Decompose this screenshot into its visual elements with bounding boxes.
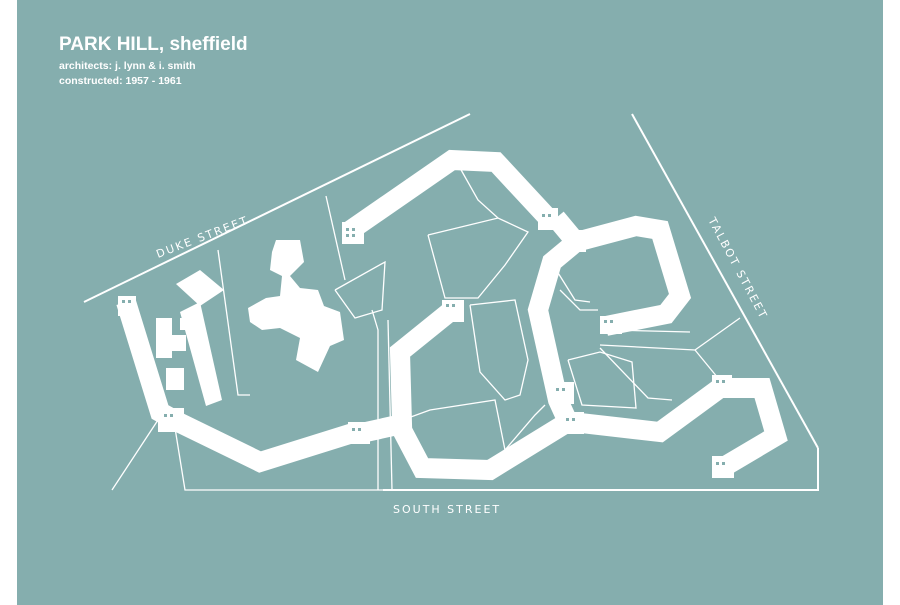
path	[504, 404, 546, 451]
architects-line: architects: j. lynn & i. smith	[59, 60, 196, 72]
path	[371, 309, 379, 490]
block-end-marks	[122, 214, 725, 465]
block-end	[348, 422, 370, 444]
block-end	[712, 456, 734, 478]
block-end	[538, 208, 558, 230]
block-end	[712, 375, 732, 397]
block-end	[158, 408, 184, 432]
north-block	[342, 149, 556, 241]
path	[427, 217, 529, 299]
path	[567, 351, 637, 409]
building	[180, 318, 194, 330]
path	[559, 289, 598, 311]
building	[170, 335, 186, 351]
south-street-label: SOUTH STREET	[393, 503, 501, 516]
loop-block	[393, 234, 583, 481]
site-plan: DUKE STREET TALBOT STREET SOUTH STREET	[83, 113, 819, 516]
south-street-line	[383, 448, 819, 491]
path	[554, 267, 591, 303]
building	[156, 318, 172, 358]
street-lines	[83, 113, 819, 491]
path	[469, 299, 529, 401]
path	[694, 349, 719, 379]
block-end	[600, 316, 622, 334]
map-poster: PARK HILL, sheffield architects: j. lynn…	[17, 0, 883, 605]
path	[459, 167, 499, 219]
path	[325, 195, 346, 281]
path	[407, 399, 506, 451]
path	[111, 419, 159, 491]
block-ends	[118, 208, 734, 478]
constructed-line: constructed: 1957 - 1961	[59, 75, 182, 87]
path	[334, 260, 386, 319]
east-block	[570, 378, 788, 477]
central-block	[363, 302, 459, 442]
block-end	[342, 222, 364, 244]
cross-building	[248, 240, 344, 372]
block-end	[118, 296, 136, 316]
path	[217, 249, 250, 396]
building	[176, 270, 224, 306]
map-title: PARK HILL, sheffield	[59, 34, 248, 55]
path	[174, 427, 383, 491]
building	[166, 368, 184, 390]
duke-street-label: DUKE STREET	[154, 213, 250, 260]
block-end	[552, 382, 574, 404]
path	[387, 319, 393, 491]
block-end	[562, 412, 584, 434]
west-buildings	[156, 270, 224, 406]
block-end	[566, 230, 586, 252]
talbot-street-line	[631, 113, 819, 449]
path	[599, 347, 673, 401]
block-end	[442, 300, 464, 322]
duke-street-line	[83, 113, 471, 303]
building	[180, 302, 222, 406]
talbot-street-label: TALBOT STREET	[705, 214, 770, 321]
